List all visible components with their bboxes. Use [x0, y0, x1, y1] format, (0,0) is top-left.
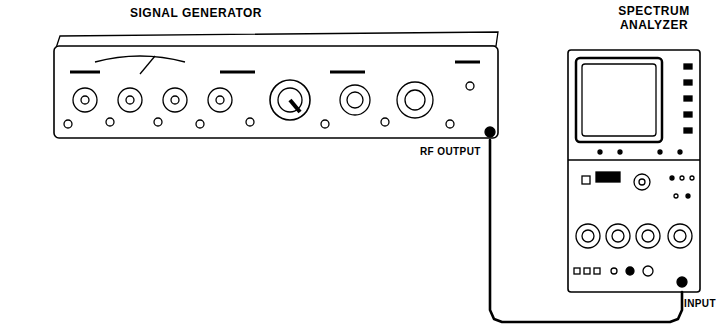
- signal-generator: SIGNAL GENERATOR: [52, 6, 502, 140]
- signal-generator-drawing: [54, 32, 498, 138]
- spectrum-analyzer-drawing: [568, 50, 700, 292]
- input-connector: [677, 277, 687, 287]
- port-label: INPUT: [684, 298, 716, 309]
- instrument-name: SIGNAL GENERATOR: [130, 6, 330, 20]
- rf-output-connector: [485, 127, 495, 137]
- rf-cable: [490, 140, 682, 322]
- instrument-name: SPECTRUM ANALYZER: [606, 4, 702, 32]
- port-label: RF OUTPUT: [420, 146, 481, 157]
- spectrum-analyzer: SPECTRUM ANALYZER: [566, 4, 702, 292]
